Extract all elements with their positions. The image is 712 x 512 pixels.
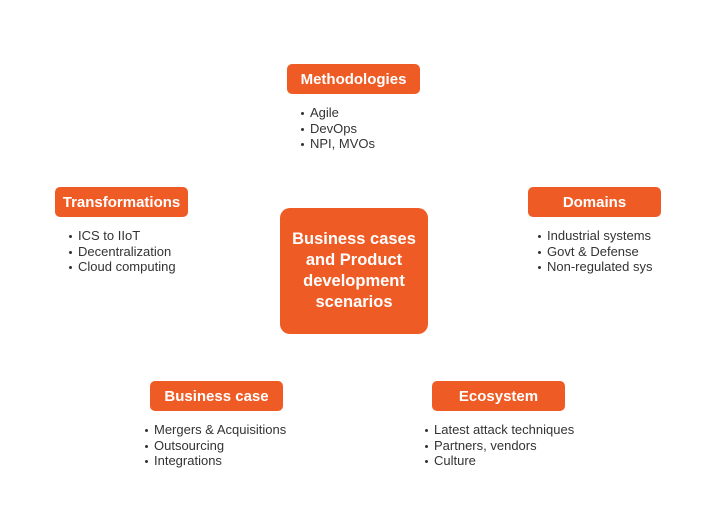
transformations-list: ICS to IIoT Decentralization Cloud compu… [68, 228, 176, 275]
list-item: NPI, MVOs [300, 136, 375, 152]
transformations-node: Transformations [55, 187, 188, 217]
list-item: Decentralization [68, 244, 176, 260]
list-item: Govt & Defense [537, 244, 653, 260]
methodologies-list: Agile DevOps NPI, MVOs [300, 105, 375, 152]
list-item: ICS to IIoT [68, 228, 176, 244]
list-item: DevOps [300, 121, 375, 137]
ecosystem-title: Ecosystem [458, 387, 539, 405]
business-case-node: Business case [150, 381, 283, 411]
domains-node: Domains [528, 187, 661, 217]
center-node: Business cases and Product development s… [280, 208, 428, 334]
domains-title: Domains [562, 193, 627, 211]
business-case-list: Mergers & Acquisitions Outsourcing Integ… [144, 422, 286, 469]
list-item: Non-regulated sys [537, 259, 653, 275]
center-label: Business cases and Product development s… [292, 230, 416, 311]
methodologies-title: Methodologies [300, 70, 407, 88]
methodologies-node: Methodologies [287, 64, 420, 94]
domains-list: Industrial systems Govt & Defense Non-re… [537, 228, 653, 275]
list-item: Culture [424, 453, 574, 469]
list-item: Outsourcing [144, 438, 286, 454]
list-item: Latest attack techniques [424, 422, 574, 438]
list-item: Partners, vendors [424, 438, 574, 454]
list-item: Industrial systems [537, 228, 653, 244]
business-case-title: Business case [164, 387, 269, 405]
list-item: Integrations [144, 453, 286, 469]
transformations-title: Transformations [62, 193, 181, 211]
ecosystem-node: Ecosystem [432, 381, 565, 411]
list-item: Mergers & Acquisitions [144, 422, 286, 438]
list-item: Cloud computing [68, 259, 176, 275]
ecosystem-list: Latest attack techniques Partners, vendo… [424, 422, 574, 469]
list-item: Agile [300, 105, 375, 121]
